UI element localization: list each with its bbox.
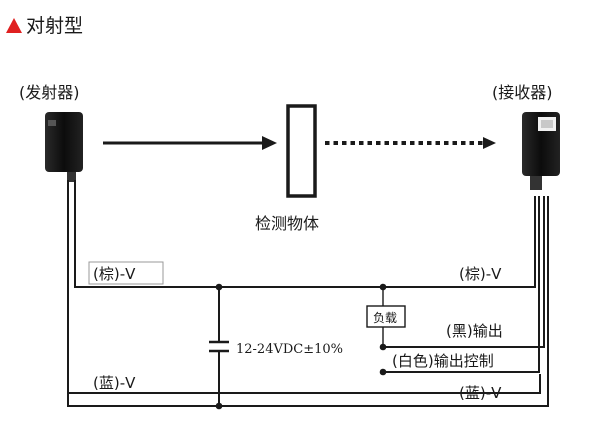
receiver-black-wire <box>383 196 545 348</box>
receiver-blue-wire-lower <box>68 374 541 394</box>
brown-left-label-frame <box>88 261 164 285</box>
emitter-sensor-icon <box>45 112 83 182</box>
emitter-label: (发射器) <box>19 83 80 102</box>
emitter-brown-wire <box>74 180 536 288</box>
receiver-label: (接收器) <box>492 83 553 102</box>
load-label: 负载 <box>373 311 397 325</box>
title-triangle-icon <box>6 18 22 33</box>
wire-label-black: (黑)输出 <box>446 322 503 340</box>
load-box <box>366 305 406 328</box>
wire-label-brown-right: (棕)-V <box>459 265 502 283</box>
wire-label-white: (白色)输出控制 <box>392 352 494 370</box>
detected-object-label: 检测物体 <box>255 214 319 233</box>
receiver-white-wire <box>383 196 540 373</box>
page-title: 对射型 <box>26 15 83 37</box>
wire-label-brown-left: (棕)-V <box>93 265 136 283</box>
detected-object-box <box>286 104 317 198</box>
power-supply-label: 12-24VDC±10% <box>236 342 343 357</box>
emitter-blue-wire <box>67 180 549 407</box>
received-beam-arrowhead <box>483 137 496 149</box>
junction-dot <box>379 368 387 376</box>
emitted-beam-arrowhead <box>262 136 277 150</box>
receiver-sensor-icon <box>522 112 560 190</box>
wire-label-blue-left: (蓝)-V <box>93 374 136 392</box>
wire-label-blue-right: (蓝)-V <box>459 384 502 402</box>
